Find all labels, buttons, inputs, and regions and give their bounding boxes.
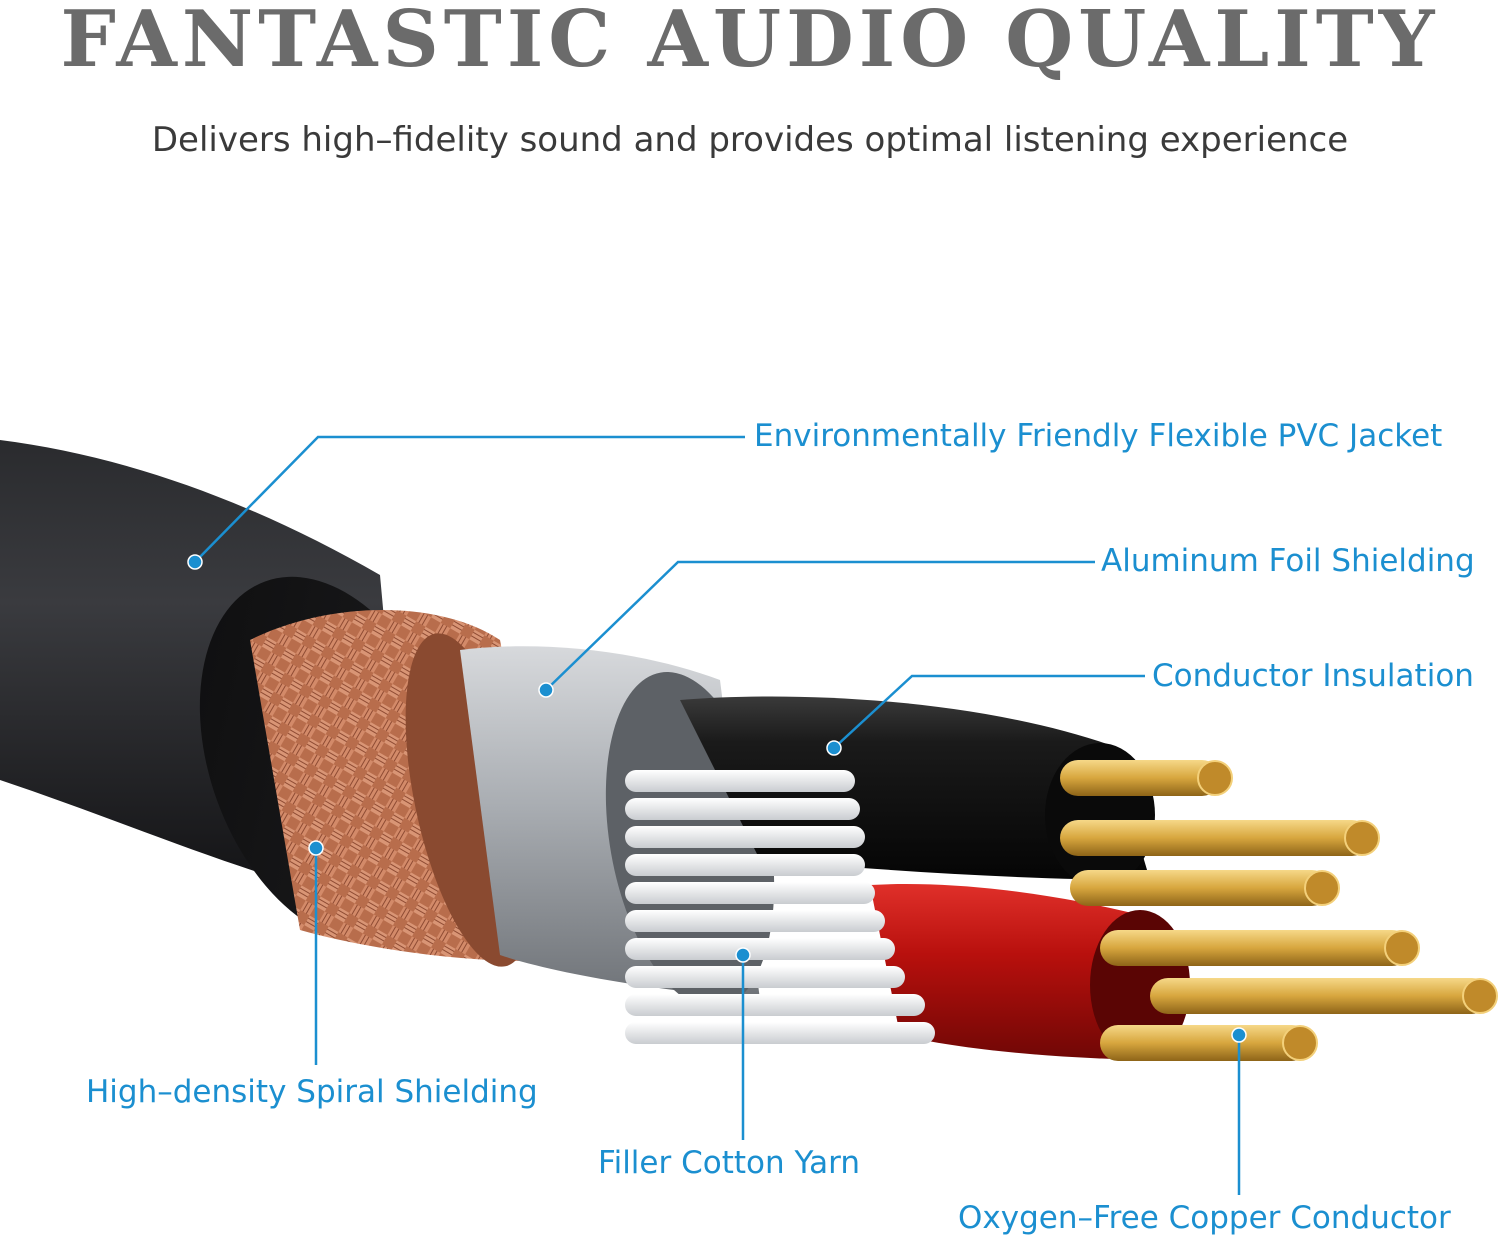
copper-conductor-strands bbox=[1060, 760, 1498, 1061]
callout-label-copper: Oxygen–Free Copper Conductor bbox=[958, 1200, 1451, 1236]
dot-marker-icon bbox=[538, 682, 554, 698]
callout-line-insulation bbox=[833, 674, 1145, 749]
callout-label-foil: Aluminum Foil Shielding bbox=[1101, 543, 1475, 579]
dot-marker-icon bbox=[187, 554, 203, 570]
callout-line-foil bbox=[545, 560, 1095, 691]
callout-label-spiral: High–density Spiral Shielding bbox=[86, 1074, 538, 1110]
callout-label-filler: Filler Cotton Yarn bbox=[598, 1145, 860, 1181]
filler-cotton-yarn bbox=[625, 770, 935, 1044]
callout-label-insulation: Conductor Insulation bbox=[1152, 658, 1474, 694]
callout-line-jacket bbox=[194, 435, 745, 563]
dot-marker-icon bbox=[735, 947, 751, 963]
page-title: FANTASTIC AUDIO QUALITY bbox=[60, 0, 1440, 85]
dot-marker-icon bbox=[308, 840, 324, 856]
page-subtitle: Delivers high–fidelity sound and provide… bbox=[151, 120, 1349, 160]
dot-marker-icon bbox=[826, 740, 842, 756]
callout-label-jacket: Environmentally Friendly Flexible PVC Ja… bbox=[754, 418, 1443, 454]
dot-marker-icon bbox=[1231, 1027, 1247, 1043]
